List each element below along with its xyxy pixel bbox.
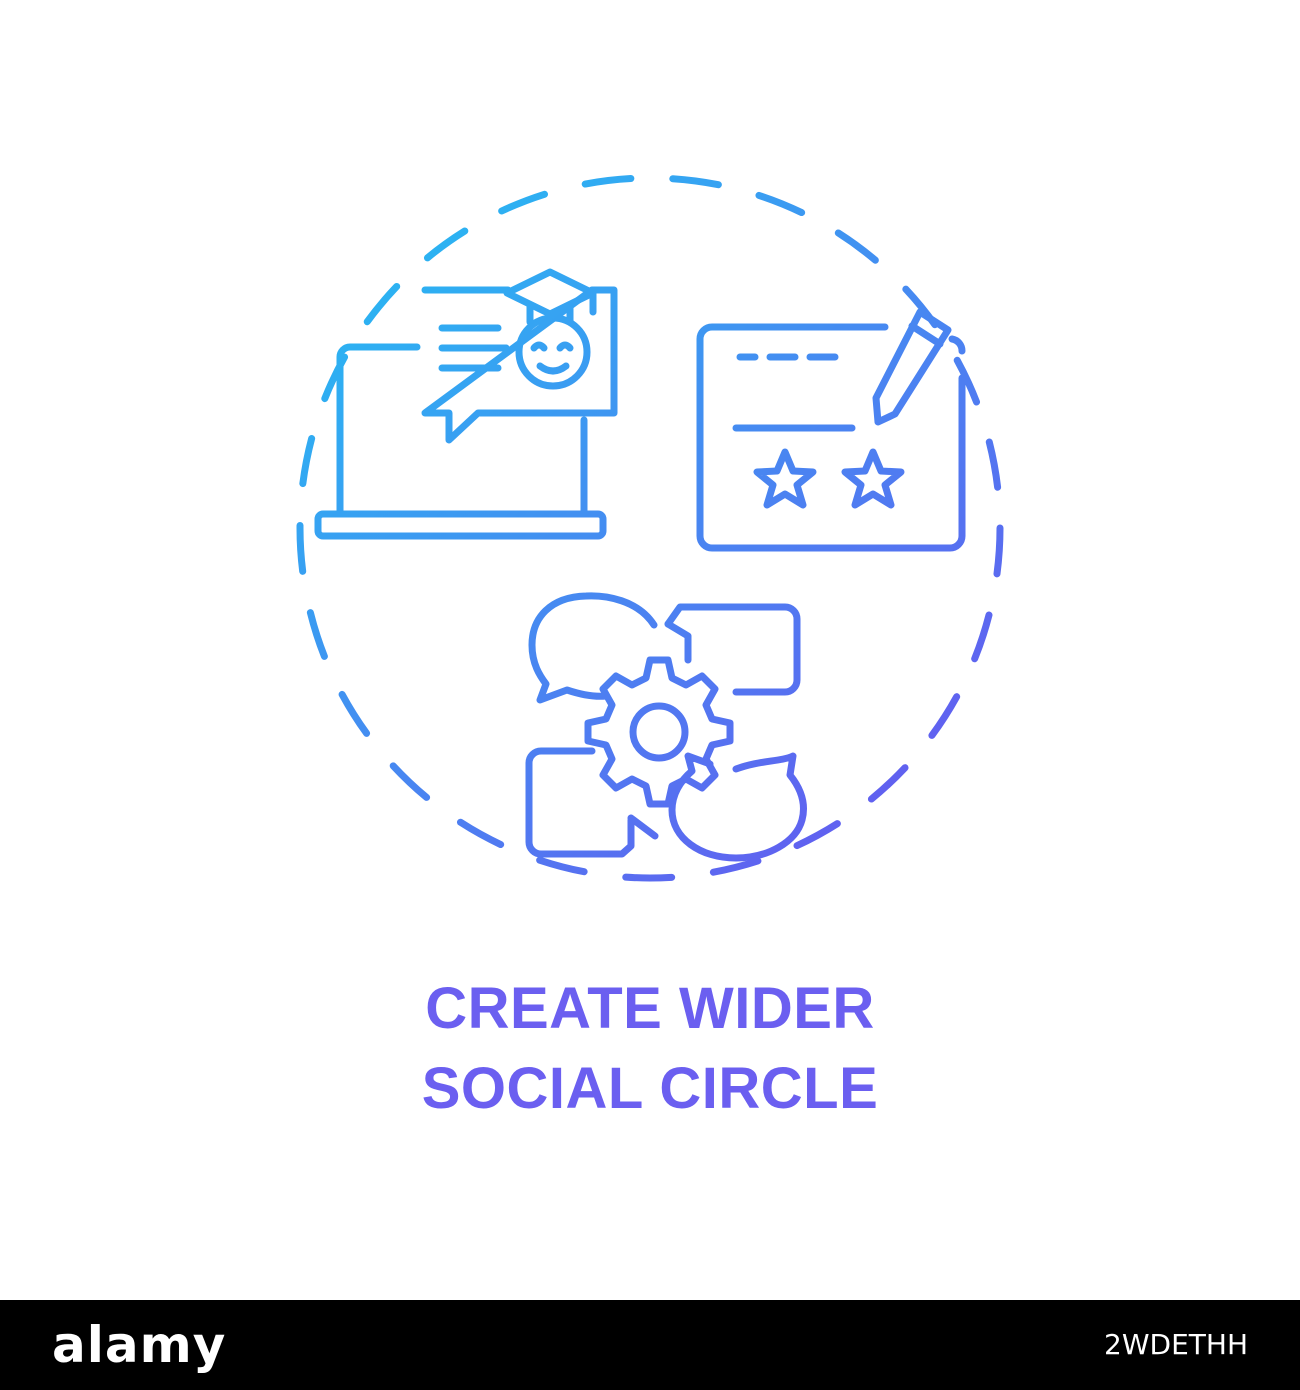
star-icon <box>841 448 905 509</box>
laptop-chat-graduate-icon <box>314 268 618 540</box>
chat-bubbles-gear-icon <box>525 592 807 862</box>
caption-line-2: SOCIAL CIRCLE <box>421 1056 879 1121</box>
rating-card-pencil-icon <box>696 308 966 552</box>
star-icon <box>753 448 817 509</box>
caption-line-1: CREATE WIDER <box>425 976 875 1041</box>
dashed-ring <box>296 174 1004 882</box>
brand-logo: alamy <box>52 1316 227 1374</box>
concept-illustration <box>296 174 1004 882</box>
watermark-footer: alamy 2WDETHH <box>0 1300 1300 1390</box>
image-code: 2WDETHH <box>1104 1328 1248 1361</box>
